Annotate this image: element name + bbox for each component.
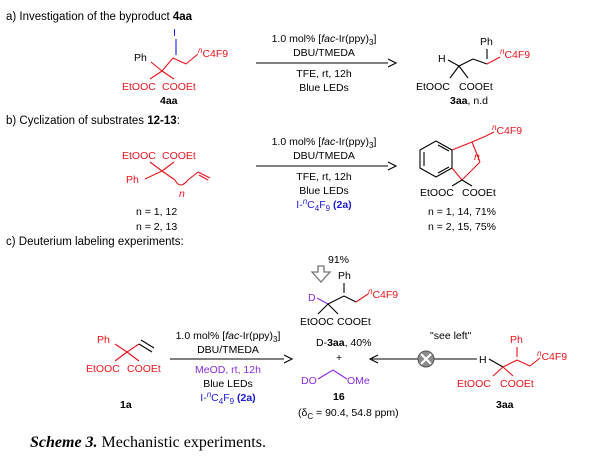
condition-c-base: DBU/TMEDA [197, 344, 259, 356]
condition-b-catalyst: 1.0 mol% [fac-Ir(ppy)3] [272, 136, 377, 150]
plus-sign: + [336, 352, 342, 364]
compound-4aa: Ph I nC4F9 EtOOC COOEt 4aa [122, 27, 228, 107]
ester-left-label: EtOOC [122, 150, 156, 162]
label-3aa-c: 3aa [496, 399, 514, 411]
phenyl-label: Ph [134, 52, 147, 64]
phenyl-label: Ph [97, 334, 110, 346]
compound-12-13: EtOOC COOEt Ph n n = 1, 12 n = 2, 13 [122, 150, 211, 233]
compound-1a: Ph EtOOC COOEt 1a [86, 334, 161, 411]
compound-16: DO OMe 16 (δC = 90.4, 54.8 ppm) [298, 369, 399, 421]
phenyl-label: Ph [338, 270, 351, 282]
hydrogen-label: H [438, 53, 446, 65]
condition-b-reagent: I-nC4F9 (2a) [296, 197, 351, 213]
ester-left-label: EtOOC [420, 187, 454, 199]
condition-c-light: Blue LEDs [203, 378, 253, 390]
condition-b-solvent: TFE, rt, 12h [296, 171, 352, 183]
condition-c-catalyst: 1.0 mol% [fac-Ir(ppy)3] [176, 330, 281, 344]
reaction-arrow-c: 1.0 mol% [fac-Ir(ppy)3] DBU/TMEDA MeOD, … [170, 330, 294, 406]
product-row-14: n = 1, 14, 71% [428, 206, 496, 218]
label-1a: 1a [120, 399, 132, 411]
condition-a-base: DBU/TMEDA [293, 47, 355, 59]
compound-3aa-a: Ph H nC4F9 EtOOC COOEt 3aa, n.d [416, 36, 530, 107]
nmr-note: (δC = 90.4, 54.8 ppm) [298, 407, 399, 421]
label-16: 16 [333, 391, 345, 403]
iodo-label: I [173, 27, 176, 39]
section-a-heading: a) Investigation of the byproduct 4aa [6, 11, 193, 23]
compound-3aa-c: Ph H nC4F9 EtOOC COOEt 3aa [457, 334, 567, 411]
condition-c-reagent: I-nC4F9 (2a) [200, 390, 255, 406]
sm-row-13: n = 2, 13 [136, 221, 177, 233]
condition-a-catalyst: 1.0 mol% [fac-Ir(ppy)3] [272, 33, 377, 47]
condition-b-base: DBU/TMEDA [293, 150, 355, 162]
perfluorobutyl-label: nC4F9 [198, 46, 228, 60]
ester-right-label: COOEt [127, 363, 161, 375]
deuterium-label: D [308, 292, 316, 304]
n-subscript: n [179, 188, 185, 200]
compound-14-15: n nC4F9 EtOOC COOEt n = 1, 14, 71% n = 2… [419, 123, 522, 233]
perfluorobutyl-label: nC4F9 [537, 349, 567, 363]
ester-right-label: COOEt [337, 316, 371, 328]
ester-left-label: EtOOC [416, 81, 450, 93]
section-c-heading: c) Deuterium labeling experiments: [6, 236, 184, 248]
ester-right-label: COOEt [462, 187, 496, 199]
incorporation-arrow-icon [310, 265, 332, 283]
do-label: DO [301, 375, 317, 387]
condition-c-solvent: MeOD, rt, 12h [195, 364, 261, 376]
phenyl-label: Ph [126, 174, 139, 186]
hydrogen-label: H [479, 354, 487, 366]
label-4aa: 4aa [160, 95, 178, 107]
ester-right-label: COOEt [459, 81, 493, 93]
reaction-arrow-b: 1.0 mol% [fac-Ir(ppy)3] DBU/TMEDA TFE, r… [256, 136, 398, 213]
ester-right-label: COOEt [500, 378, 534, 390]
ester-left-label: EtOOC [457, 378, 491, 390]
ome-label: OMe [347, 375, 370, 387]
perfluorobutyl-label: nC4F9 [500, 47, 530, 61]
product-yield-d3aa: D-3aa, 40% [316, 337, 371, 349]
condition-a-solvent: TFE, rt, 12h [296, 68, 352, 80]
n-subscript: n [474, 151, 480, 163]
condition-a-light: Blue LEDs [299, 82, 349, 94]
label-3aa-nd: 3aa, n.d [450, 95, 488, 107]
condition-b-light: Blue LEDs [299, 185, 349, 197]
reaction-arrow-a: 1.0 mol% [fac-Ir(ppy)3] DBU/TMEDA TFE, r… [256, 33, 398, 94]
blocked-reaction-arrow: "see left" [368, 330, 477, 368]
section-b-heading: b) Cyclization of substrates 12-13: [6, 115, 180, 127]
ester-left-label: EtOOC [86, 363, 120, 375]
perfluorobutyl-label: nC4F9 [368, 287, 398, 301]
phenyl-label: Ph [510, 334, 523, 346]
d-incorporation-percent: 91% [328, 254, 349, 266]
scheme-caption: Scheme 3. Mechanistic experiments. [30, 434, 266, 451]
ester-left-label: EtOOC [122, 81, 156, 93]
see-left-note: "see left" [430, 330, 472, 342]
ester-left-label: EtOOC [300, 316, 334, 328]
product-row-15: n = 2, 15, 75% [428, 221, 496, 233]
phenyl-label: Ph [480, 36, 493, 48]
sm-row-12: n = 1, 12 [136, 206, 177, 218]
ester-right-label: COOEt [162, 81, 196, 93]
compound-d-3aa: 91% Ph D nC4F9 EtOOC COOEt D-3aa, 40% + [300, 254, 398, 364]
ester-right-label: COOEt [162, 150, 196, 162]
perfluorobutyl-label: nC4F9 [492, 123, 522, 137]
